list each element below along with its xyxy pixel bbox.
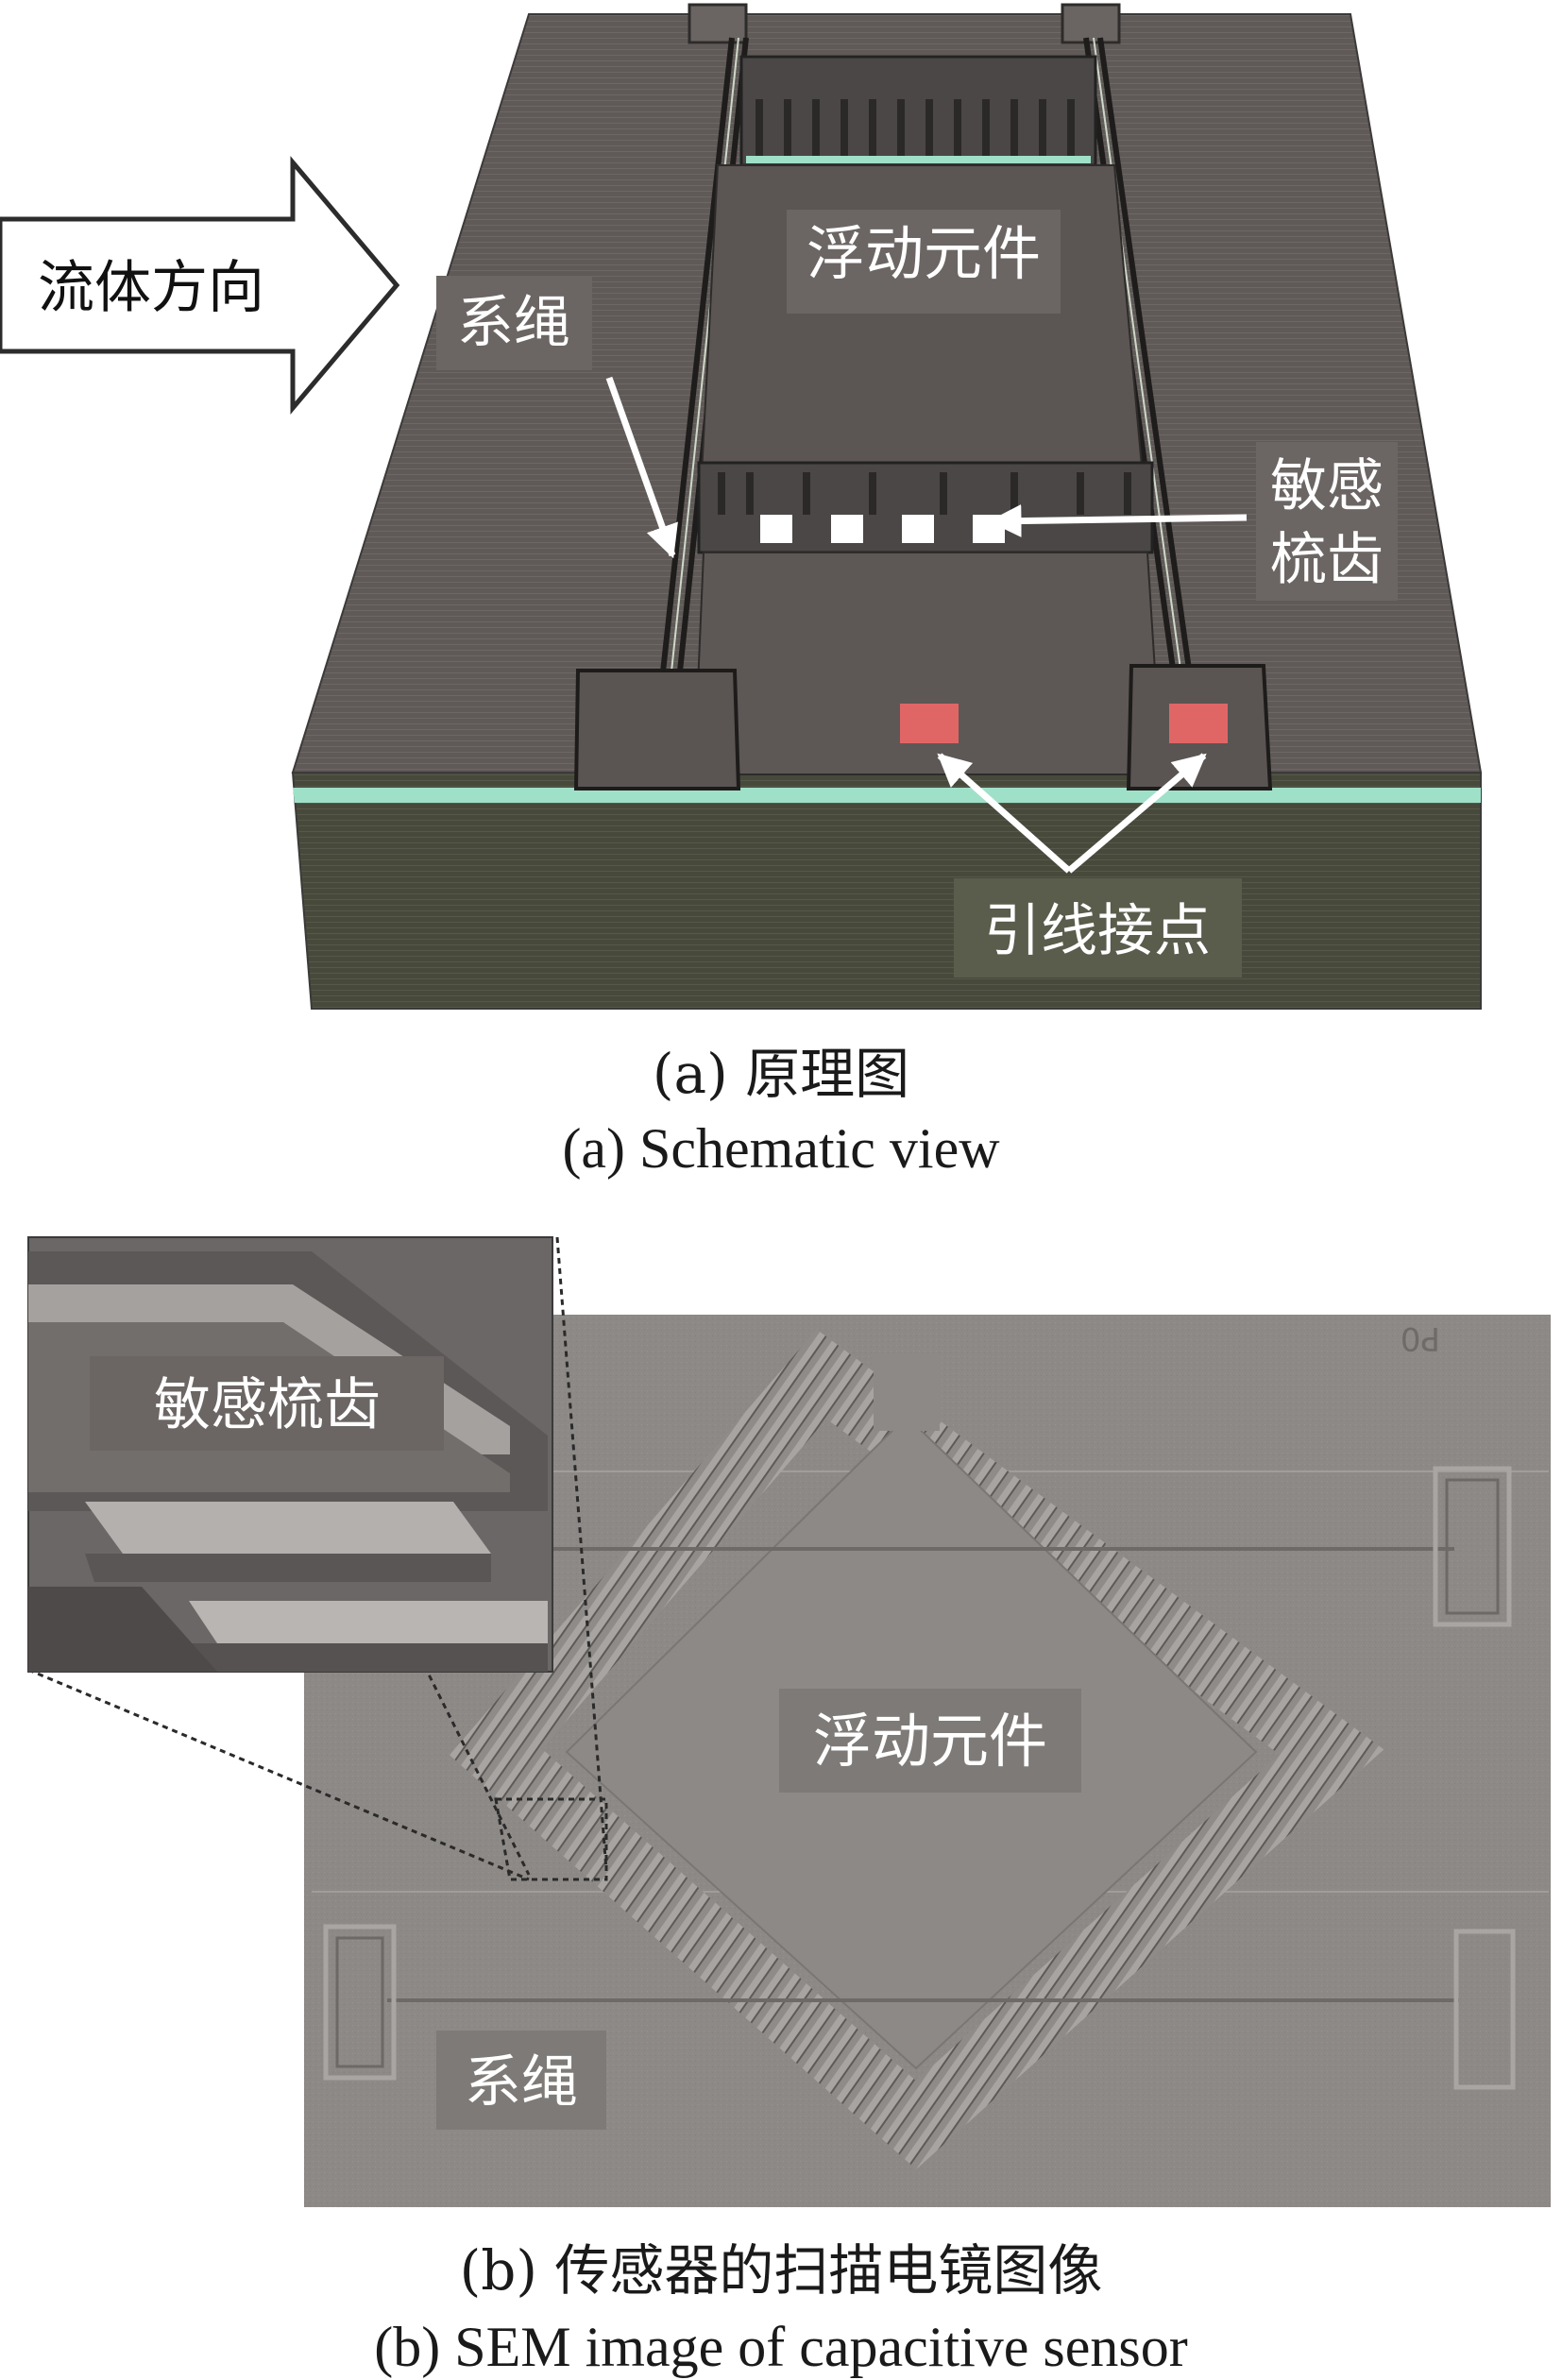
sem-tethers (387, 1547, 1459, 2002)
floating-element-label-a: 浮动元件 (806, 219, 1041, 288)
device-side-face (291, 772, 1482, 1010)
sensing-comb-label-b: 敏感梳齿 (154, 1372, 381, 1438)
caption-a-en: (a) Schematic view (562, 1117, 1000, 1180)
pointer-arrows (605, 376, 1248, 874)
tether-label-a: 系绳 (457, 290, 570, 356)
inset-zoom-image (27, 1236, 553, 1673)
upper-comb (739, 55, 1097, 167)
zoom-guide-lines (27, 1236, 608, 1881)
label-box-contacts-a (954, 878, 1242, 978)
flow-direction-arrow (0, 156, 400, 415)
lower-comb (697, 461, 1154, 554)
lead-contacts-label: 引线接点 (984, 898, 1211, 964)
label-box-floating-b (779, 1689, 1081, 1793)
flow-direction-label: 流体方向 (38, 255, 264, 321)
comb-diamond-band (449, 1329, 1384, 2169)
contact-pad-right (1169, 704, 1228, 743)
top-anchor-right (1061, 3, 1121, 44)
caption-b-en: (b) SEM image of capacitive sensor (374, 2316, 1188, 2378)
tether-label-b: 系绳 (465, 2049, 578, 2116)
caption-a-zh: (a) 原理图 (652, 1042, 910, 1106)
label-box-floating-a (787, 210, 1061, 314)
sem-anchor-pads (323, 1466, 1516, 2090)
sem-panel: P0 (27, 1236, 1551, 2207)
floating-element-label-b: 浮动元件 (813, 1707, 1047, 1776)
caption-b-zh: (b) 传感器的扫描电镜图像 (459, 2238, 1103, 2303)
label-box-comb-b (90, 1356, 444, 1451)
bottom-anchor-left (573, 669, 741, 790)
label-box-tether-b (436, 2031, 606, 2130)
oxide-layer (293, 788, 1481, 803)
label-box-tether-a (436, 276, 592, 370)
sensing-comb-label-a-line2: 梳齿 (1270, 527, 1384, 593)
contact-pad-left (900, 704, 959, 743)
top-anchor-left (688, 3, 748, 44)
sem-corner-mark: P0 (1401, 1319, 1440, 1357)
schematic-panel: 流体方向 浮动元件 系绳 敏感 梳齿 引线接点 (0, 3, 1483, 1010)
label-box-comb-a (1256, 442, 1398, 601)
sensing-comb-label-a-line1: 敏感 (1270, 453, 1384, 519)
